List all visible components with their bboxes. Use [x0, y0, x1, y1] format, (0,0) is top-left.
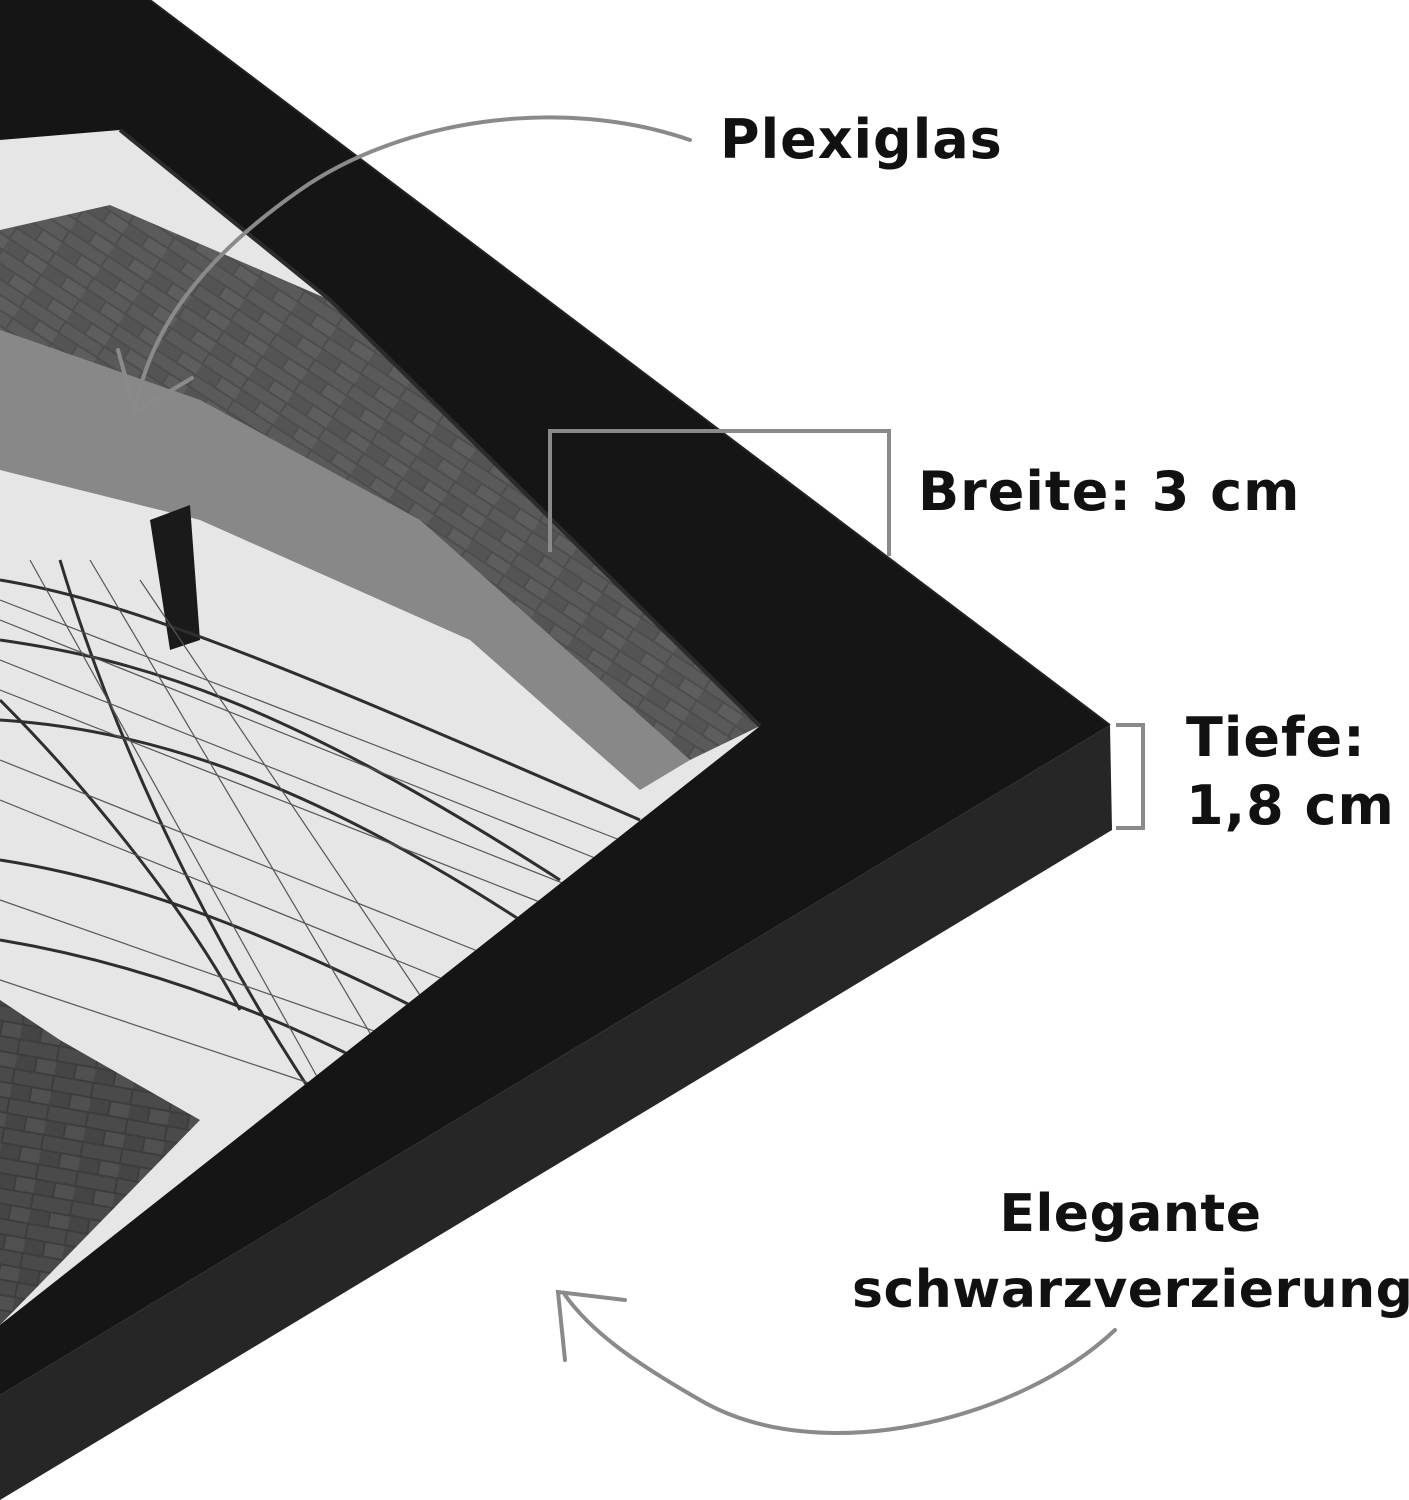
frame-face	[0, 0, 1110, 1395]
width-label: Breite: 3 cm	[918, 460, 1301, 523]
curved-arrow-icon	[116, 115, 692, 416]
bracket-icon	[1116, 723, 1145, 830]
elegant-label: Elegante schwarzverzierung	[852, 1176, 1409, 1328]
bracket-icon	[548, 429, 891, 556]
depth-label: Tiefe: 1,8 cm	[1186, 704, 1395, 840]
elegant-label-line2: schwarzverzierung	[852, 1260, 1409, 1320]
frame-side	[0, 725, 1112, 1500]
depth-label-line1: Tiefe:	[1186, 706, 1366, 769]
curved-arrow-icon	[555, 1289, 1117, 1435]
depth-label-line2: 1,8 cm	[1186, 774, 1395, 837]
elegant-label-line1: Elegante	[999, 1184, 1262, 1244]
plexiglas-label: Plexiglas	[720, 108, 1003, 171]
